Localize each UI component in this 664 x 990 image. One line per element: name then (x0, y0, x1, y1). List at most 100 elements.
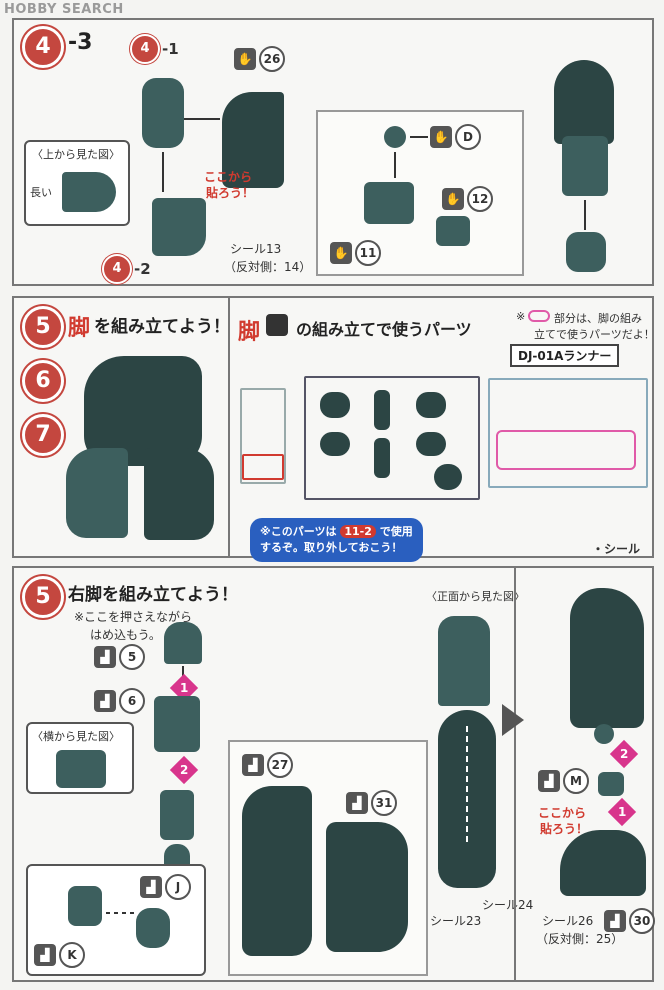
top-view-callout: 〈上から見た図〉 長い (24, 140, 130, 226)
side-view-callout: 〈横から見た図〉 (26, 722, 134, 794)
leg-icon: ▟ (94, 690, 116, 712)
tag-K: ▟ K (34, 942, 85, 968)
hand-icon: ✋ (234, 48, 256, 70)
hand-icon: ✋ (442, 188, 464, 210)
tag-J-letter: J (165, 874, 191, 900)
part-6-shape (154, 696, 200, 752)
runner-part-6 (416, 432, 446, 456)
leg-title: を組み立てよう！ (94, 317, 230, 337)
tag-27: ▟ 27 (242, 752, 293, 778)
small-runner (240, 388, 286, 484)
leg-icon (266, 314, 288, 336)
ball-joint (384, 126, 406, 148)
removal-note: ※このパーツは 11-2 で使用 するぞ。取り外しておこう！ (250, 518, 423, 562)
arrow-left-2 (410, 136, 428, 138)
part-4-1-suffix: -1 (162, 40, 179, 58)
sticker-hint-2: 貼ろう！ (540, 822, 589, 836)
seal-23: シール23 (430, 914, 482, 928)
tag-D: ✋ D (430, 124, 481, 150)
parts-title-prefix: 脚 (238, 320, 261, 345)
side-view-title: 〈横から見た図〉 (32, 730, 120, 743)
tag-31: ▟ 31 (346, 790, 397, 816)
tag-26-num: 26 (259, 46, 285, 72)
sticker-hint-1: ここから (204, 170, 253, 184)
step-7-badge: 7 (22, 414, 64, 456)
tag-M: ▟ M (538, 768, 589, 794)
highlight-legend (528, 310, 550, 322)
arrow-down (162, 152, 164, 192)
leg-upper (84, 356, 202, 466)
right-leg-title: 右脚を組み立てよう！ (68, 585, 238, 605)
next-arrow-icon (502, 704, 524, 736)
tag-12-num: 12 (467, 186, 493, 212)
part-M-shape (598, 772, 624, 796)
removal-note-1: ※このパーツは (260, 525, 337, 538)
tag-J: ▟ J (140, 874, 191, 900)
arrow-down-2 (394, 152, 396, 178)
panel-divider (228, 298, 230, 556)
seal-13: シール13 (230, 242, 282, 256)
leg-icon: ▟ (242, 754, 264, 776)
leg-icon: ▟ (346, 792, 368, 814)
hand-icon: ✋ (330, 242, 352, 264)
tag-6-num: 6 (119, 688, 145, 714)
jk-callout: ▟ J ▟ K (26, 864, 206, 976)
tag-5: ▟ 5 (94, 644, 145, 670)
part-4-2-badge: 4 (102, 254, 132, 284)
part-K-shape (68, 886, 102, 926)
runner-name: DJ-01Aランナー (510, 344, 620, 367)
press-note-2: はめ込もう。 (90, 628, 161, 642)
order-2b-badge: 2 (609, 739, 639, 769)
tag-11: ✋ 11 (330, 240, 381, 266)
panel-divider (514, 568, 516, 980)
highlight-note-mark: ※ (516, 310, 526, 323)
arrow-left (184, 118, 220, 120)
runner-part-2 (374, 390, 390, 430)
runner-part-7 (434, 464, 462, 490)
step-5-badge: 5 (22, 306, 64, 348)
seal-label: ・シール (592, 542, 641, 556)
tag-6: ▟ 6 (94, 688, 145, 714)
knee-joint (160, 790, 194, 840)
sticker-hint-1: ここから (538, 806, 587, 820)
assembled-thigh (570, 588, 644, 728)
top-view-side: 長い (30, 186, 52, 199)
part-J-shape (136, 908, 170, 948)
hand-frame (364, 182, 414, 224)
hand-icon: ✋ (430, 126, 452, 148)
hand-assembly-inset: ✋ D ✋ 12 ✋ 11 (316, 110, 524, 276)
tag-K-letter: K (59, 942, 85, 968)
removal-note-2: で使用 (379, 525, 413, 538)
dashed-arrow (106, 912, 136, 914)
leg-icon: ▟ (538, 770, 560, 792)
main-runner (304, 376, 480, 500)
step-number: 4 (22, 26, 64, 68)
sticker-hint-2: 貼ろう！ (206, 186, 255, 200)
top-view-shape (62, 172, 116, 212)
step-6-badge: 6 (22, 360, 64, 402)
part-5-shape (164, 622, 202, 664)
tag-30-num: 30 (629, 908, 655, 934)
removal-note-3: するぞ。取り外しておこう！ (260, 541, 403, 554)
highlight-note-2: 立てで使うパーツだよ！ (534, 328, 655, 341)
tag-26: ✋ 26 (234, 46, 285, 72)
runner-part-4 (320, 432, 350, 456)
leg-icon: ▟ (140, 876, 162, 898)
step-number: 5 (22, 576, 64, 618)
step-4-3-panel: 4 -3 4 -1 ✋ 26 〈上から見た図〉 長い 4 -2 ここから 貼ろう… (12, 18, 654, 286)
part-27-shape (242, 786, 312, 956)
leg-left-boot (66, 448, 128, 538)
leg-icon: ▟ (94, 646, 116, 668)
seal-14-opposite: （反対側：14） (224, 260, 312, 274)
insert-arrow (466, 726, 468, 846)
shin-parts-inset: ▟ 27 ▟ 31 (228, 740, 428, 976)
leg-icon: ▟ (34, 944, 56, 966)
right-leg-panel: 5 右脚を組み立てよう！ ※ここを押さえながら はめ込もう。 ▟ 5 1 ▟ 6… (12, 566, 655, 982)
part-31-shape (326, 822, 408, 952)
tag-M-letter: M (563, 768, 589, 794)
arm-armor (554, 60, 614, 144)
order-1b-badge: 1 (607, 797, 637, 827)
tag-5-num: 5 (119, 644, 145, 670)
leg-parts-panel: 5 6 7 脚 を組み立てよう！ 脚 の組み立てで使うパーツ ※ 部分は、脚の組… (12, 296, 655, 562)
removal-note-num: 11-2 (340, 525, 376, 538)
